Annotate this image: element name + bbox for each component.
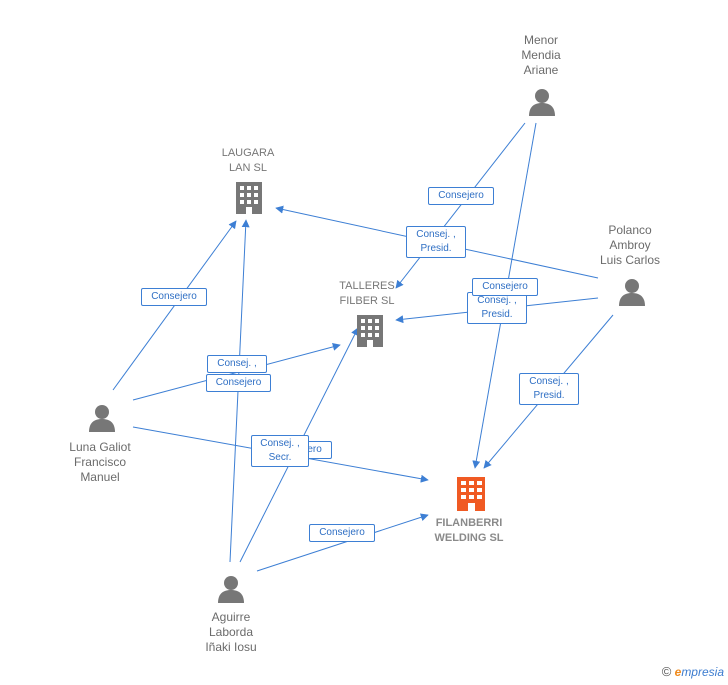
edge-label-luna-laugara: Consejero <box>141 288 207 306</box>
node-label-luna: Luna Galiot Francisco Manuel <box>69 440 131 484</box>
edge-label-menor-talleres: Consejero <box>428 187 494 205</box>
node-label-laugara: LAUGARA LAN SL <box>221 147 275 174</box>
node-label-talleres: TALLERES FILBER SL <box>339 280 395 307</box>
empresia-logo[interactable]: © empresia <box>662 664 724 679</box>
building-icon <box>236 182 262 214</box>
edge-label-polanco-filanberri: Consej. , Presid. <box>519 373 579 405</box>
node-label-filanberri: FILANBERRI WELDING SL <box>434 517 504 544</box>
node-label-polanco: Polanco Ambroy Luis Carlos <box>599 223 661 267</box>
node-label-menor: Menor Mendia Ariane <box>521 33 561 77</box>
person-icon <box>89 405 115 432</box>
edge-label-aguirre-talleres: Consej. , Secr. <box>251 435 309 467</box>
person-icon <box>218 576 244 603</box>
brand-e: e <box>674 665 682 679</box>
edge-label-polanco-laugara: Consej. , Presid. <box>406 226 466 258</box>
edge-label-polanco-talleres-1: Consejero <box>472 278 538 296</box>
building-icon-focus <box>457 477 485 511</box>
building-icon <box>357 315 383 347</box>
edge-label-polanco-talleres-2: Consej. , Presid. <box>467 292 527 324</box>
edge-label-luna-talleres-1: Consej. , <box>207 355 267 373</box>
copyright-symbol: © <box>661 664 672 679</box>
edge-menor-talleres <box>395 122 526 289</box>
edge-label-luna-talleres-2: Consejero <box>206 374 271 392</box>
person-icon <box>619 279 645 306</box>
person-icon <box>529 89 555 116</box>
edge-label-aguirre-filanberri: Consejero <box>309 524 375 542</box>
edge-aguirre-filanberri <box>256 513 429 572</box>
brand-name: mpresia <box>681 665 724 679</box>
node-label-aguirre: Aguirre Laborda Iñaki Iosu <box>205 610 257 654</box>
